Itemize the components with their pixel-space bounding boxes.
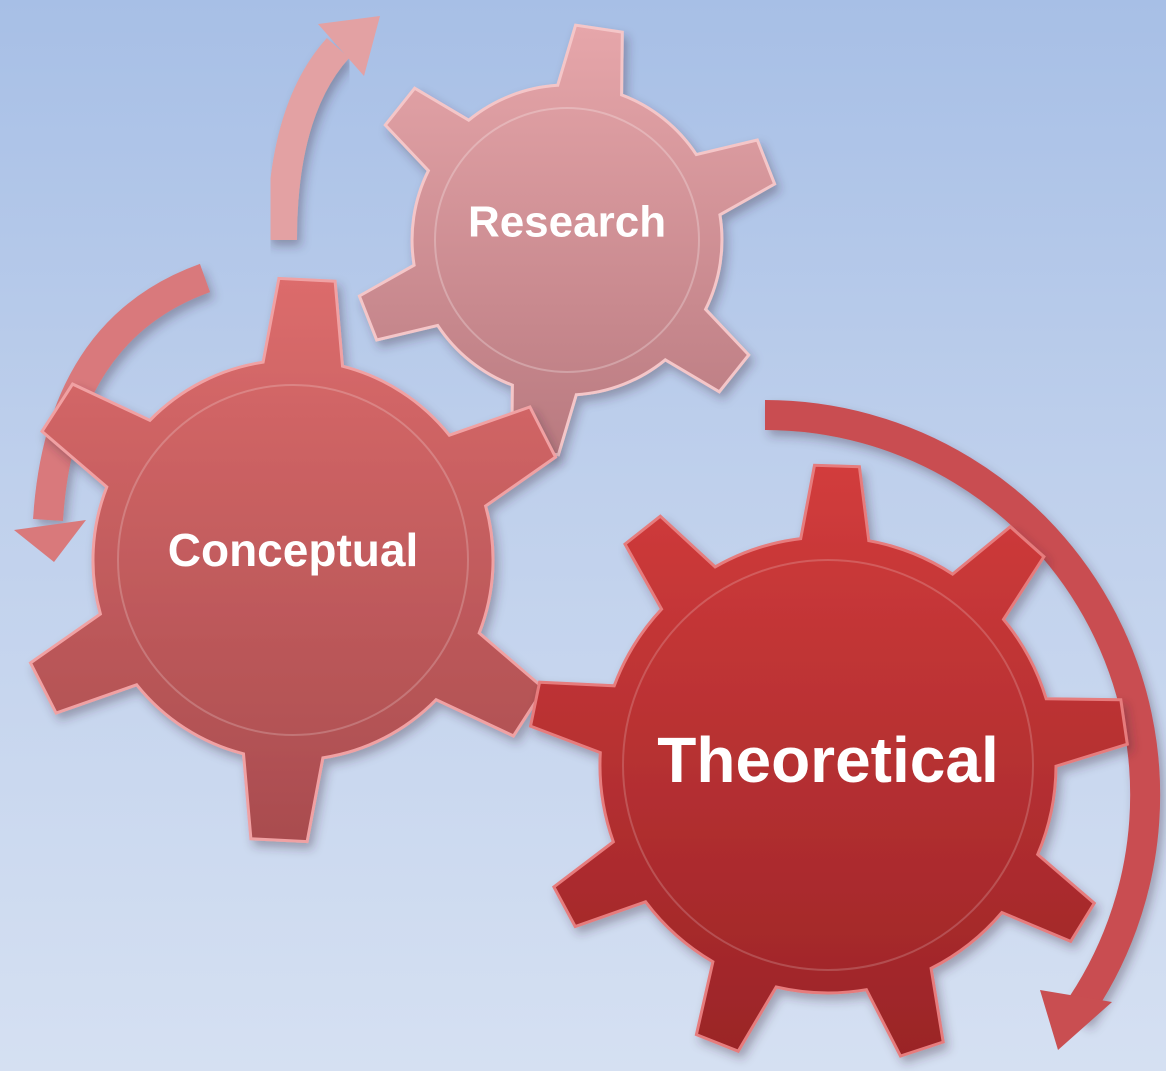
conceptual-label: Conceptual <box>168 524 418 576</box>
arrow-theoretical <box>764 400 1161 1050</box>
research-gear: Research <box>357 23 777 457</box>
theoretical-gear: Theoretical <box>528 463 1129 1058</box>
arrow-conceptual <box>14 263 211 562</box>
arrow-research <box>267 16 380 241</box>
research-label: Research <box>468 198 666 247</box>
theoretical-label: Theoretical <box>657 724 998 796</box>
conceptual-gear: Conceptual <box>28 276 558 844</box>
